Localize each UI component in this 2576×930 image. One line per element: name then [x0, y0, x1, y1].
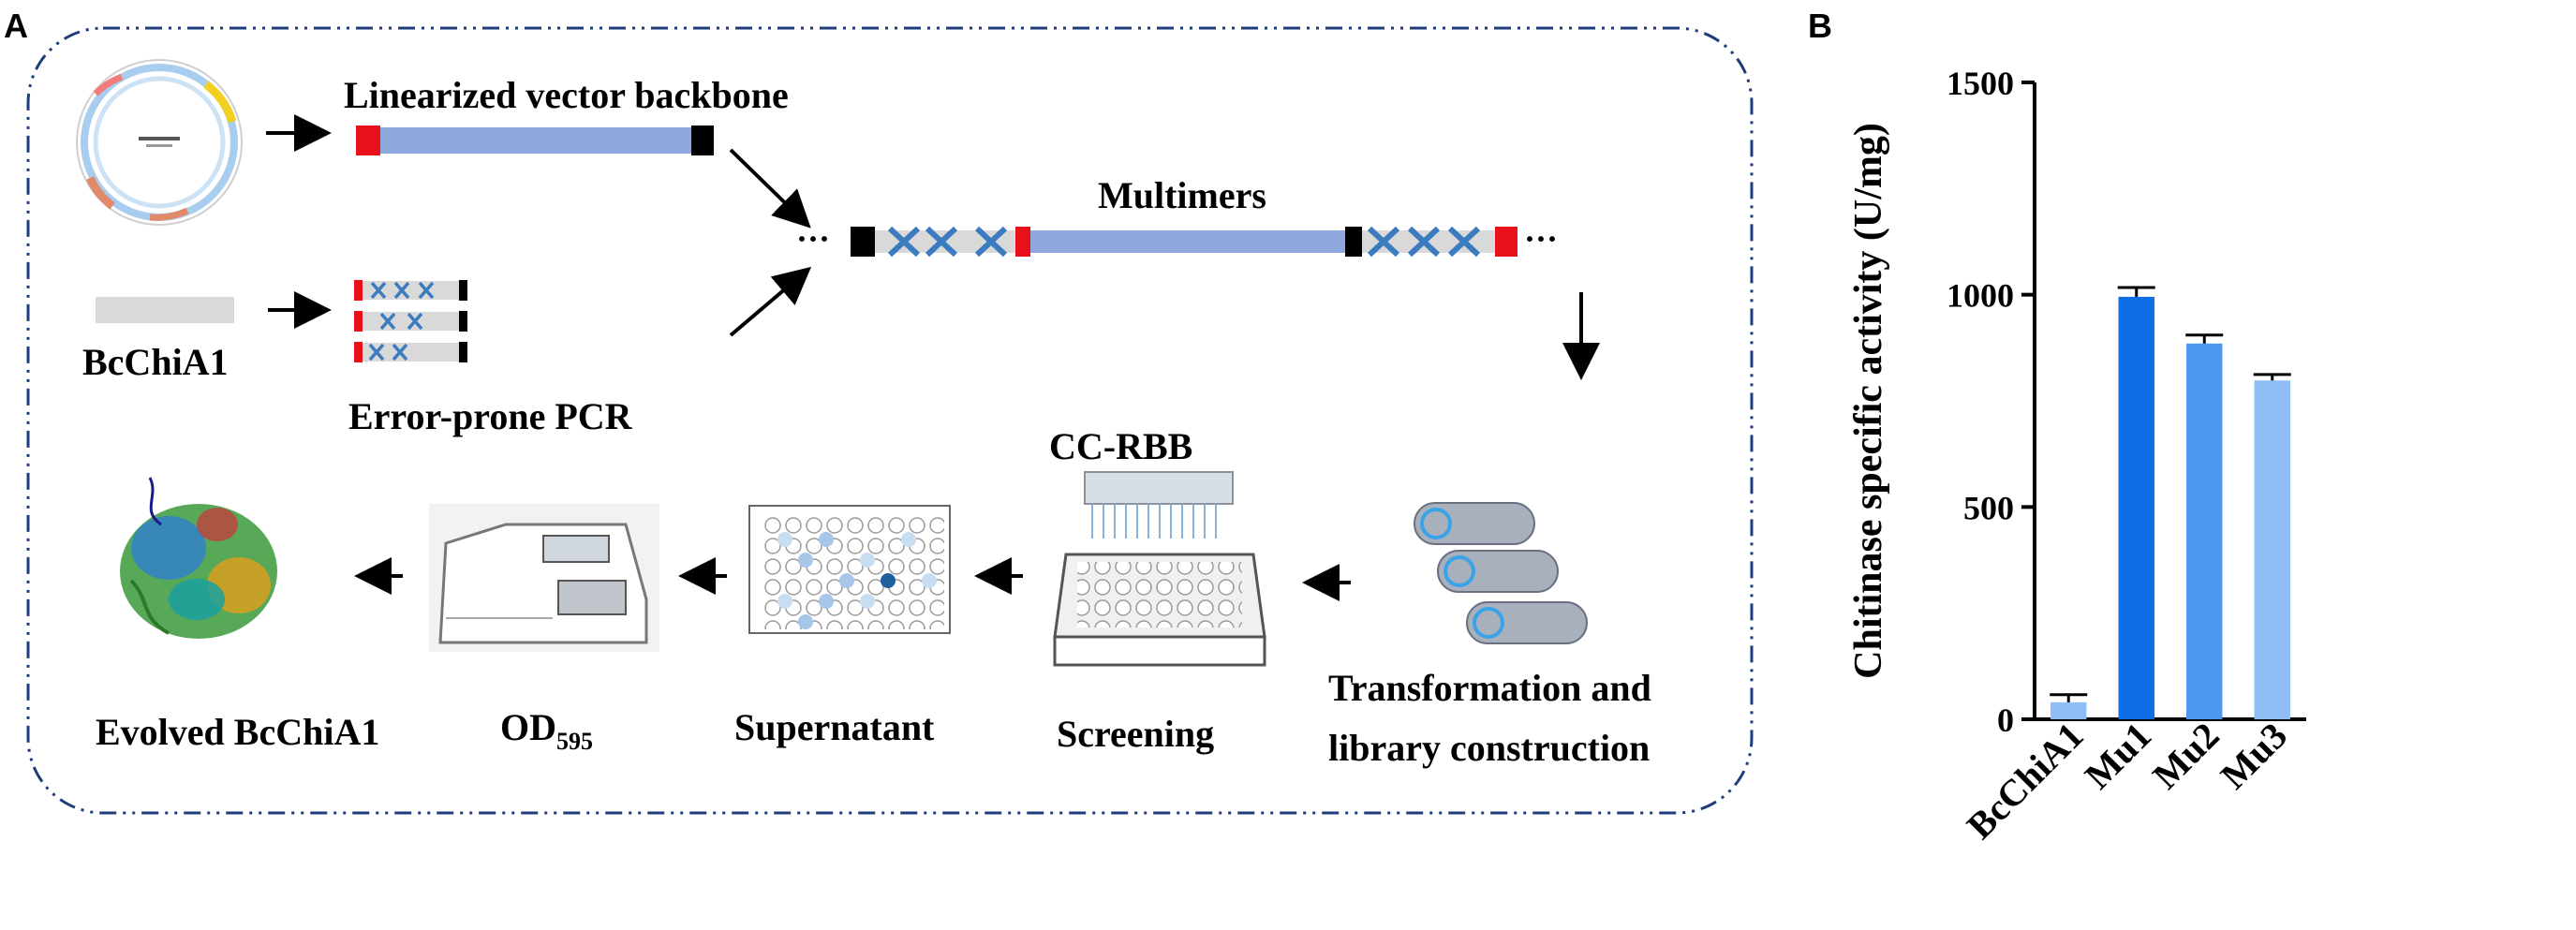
od-label: OD595: [500, 706, 593, 755]
multimers-label: Multimers: [1098, 174, 1266, 216]
96-well-plate-icon: [1053, 553, 1266, 667]
y-tick-label: 0: [1997, 701, 2014, 739]
arrow-pcr-to-multimers: [729, 266, 812, 337]
x-tick-label: Mu1: [2077, 715, 2159, 797]
x-tick-label: BcChiA1: [1959, 715, 2092, 848]
cc-rbb-label: CC-RBB: [1049, 425, 1192, 467]
supernatant-plate-icon: [748, 505, 951, 634]
arrow-backbone-to-multimers: [729, 148, 811, 229]
multimers-dots-right: ···: [1524, 220, 1558, 258]
bcchia1-label: BcChiA1: [82, 341, 229, 383]
y-axis-title: Chitinase specific activity (U/mg): [1847, 123, 1890, 679]
multimer-construct: [851, 226, 1517, 258]
screening-label: Screening: [1057, 713, 1214, 755]
plasmid-map-icon: [76, 59, 243, 226]
y-tick-label: 1500: [1947, 65, 2014, 102]
bar-mu3: [2254, 380, 2290, 719]
x-tick-label: Mu3: [2213, 715, 2295, 797]
pcr-fragments: [354, 280, 467, 362]
plate-reader-icon: [429, 504, 659, 652]
multichannel-pipette-icon: [1084, 471, 1234, 539]
od-main: OD: [500, 706, 556, 748]
od-subscript: 595: [556, 728, 593, 755]
protein-structure-icon: [120, 477, 277, 639]
x-tick-label: Mu2: [2144, 715, 2227, 797]
bar-mu2: [2186, 343, 2223, 719]
bar-mu1: [2118, 296, 2154, 719]
bacteria-cells-icon: [1414, 502, 1588, 644]
evolved-bcchia1-label: Evolved BcChiA1: [96, 711, 379, 753]
linearized-vector-label: Linearized vector backbone: [344, 74, 789, 116]
transformation-label-line1: Transformation and: [1328, 667, 1651, 709]
y-tick-label: 1000: [1947, 277, 2014, 315]
y-tick-label: 500: [1963, 489, 2014, 526]
panel-b-letter: B: [1808, 7, 1832, 45]
bcchia1-gene-bar: [96, 297, 234, 323]
supernatant-label: Supernatant: [734, 706, 935, 748]
panel-a-letter: A: [4, 7, 28, 45]
linearized-backbone-bar: [356, 125, 714, 155]
error-prone-pcr-label: Error-prone PCR: [348, 395, 633, 437]
bar-bcchia1: [2050, 701, 2087, 719]
multimers-dots-left: ···: [796, 220, 830, 258]
transformation-label-line2: library construction: [1328, 727, 1650, 769]
